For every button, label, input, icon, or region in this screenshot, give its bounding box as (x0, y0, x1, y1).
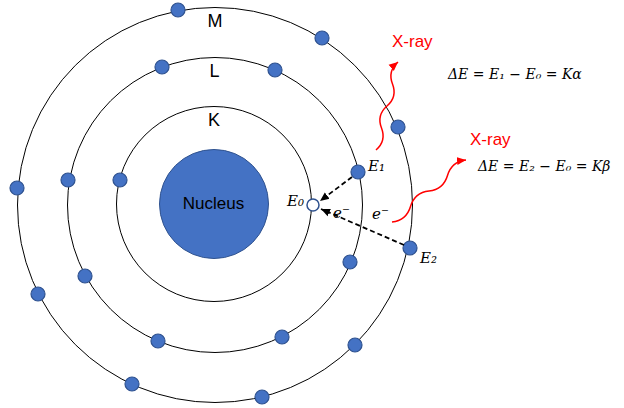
electron-dots (10, 3, 417, 404)
xray-label: X-ray (470, 130, 511, 150)
xray-label: X-ray (392, 32, 433, 52)
energy-level-label: E₀ (287, 193, 304, 210)
xray-wave (376, 62, 398, 150)
vacancy (307, 199, 319, 211)
transition-arrow (320, 177, 352, 201)
electron-label: e⁻ (372, 206, 389, 223)
energy-level-label: E₁ (368, 158, 385, 175)
shell-label: M (208, 11, 223, 32)
energy-level-label: E₂ (420, 250, 437, 267)
nucleus-label: Nucleus (183, 194, 244, 214)
nucleus-circle: Nucleus (159, 149, 269, 259)
xray-wave (392, 160, 466, 222)
shell-label: K (208, 110, 220, 131)
shell-label: L (209, 61, 219, 82)
energy-formula: ΔE = E₁ − E₀ = Kα (448, 66, 582, 82)
k-shell: K Nucleus (116, 106, 312, 302)
energy-formula: ΔE = E₂ − E₀ = Kβ (478, 158, 610, 174)
electron-label: e⁻ (333, 205, 350, 222)
